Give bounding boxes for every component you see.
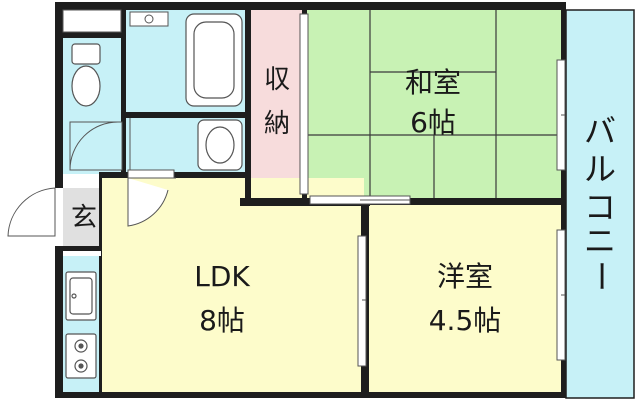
washbasin-icon [69, 121, 123, 171]
tatami-pattern [306, 10, 561, 198]
bath-cabinet [129, 11, 169, 27]
washroom-basin-icon [197, 119, 243, 171]
ldk-name: LDK [194, 260, 250, 293]
washitsu-size: 6帖 [410, 106, 456, 139]
genkan-area [63, 188, 99, 246]
sink-icon [65, 271, 97, 321]
gas-stove-icon [65, 333, 97, 379]
door-swing-icon [127, 177, 176, 227]
balcony-char: ニ [584, 222, 616, 260]
toilet-icon [71, 43, 101, 107]
storage-label-1: 収 [264, 65, 290, 95]
yoshitsu-name: 洋室 [437, 260, 493, 293]
balcony-char: バ [584, 112, 616, 150]
balcony-char: コ [584, 188, 616, 226]
yoshitsu-size: 4.5帖 [429, 304, 502, 337]
storage-closet [250, 10, 304, 198]
entrance-door-icon [0, 187, 56, 246]
balcony-char: ー [582, 260, 620, 292]
genkan-label: 玄 [71, 203, 97, 233]
balcony-area [565, 9, 635, 399]
yoshitsu-room [369, 204, 561, 392]
washitsu-name: 和室 [405, 66, 461, 99]
balcony-char: ル [584, 150, 616, 188]
bathtub-icon [185, 13, 243, 107]
upper-closet [62, 9, 122, 33]
storage-label-2: 納 [264, 109, 290, 139]
sliding-door-lines [360, 114, 565, 301]
balcony-label: バ ル コ ニ ー [582, 112, 620, 292]
ldk-size: 8帖 [199, 304, 245, 337]
